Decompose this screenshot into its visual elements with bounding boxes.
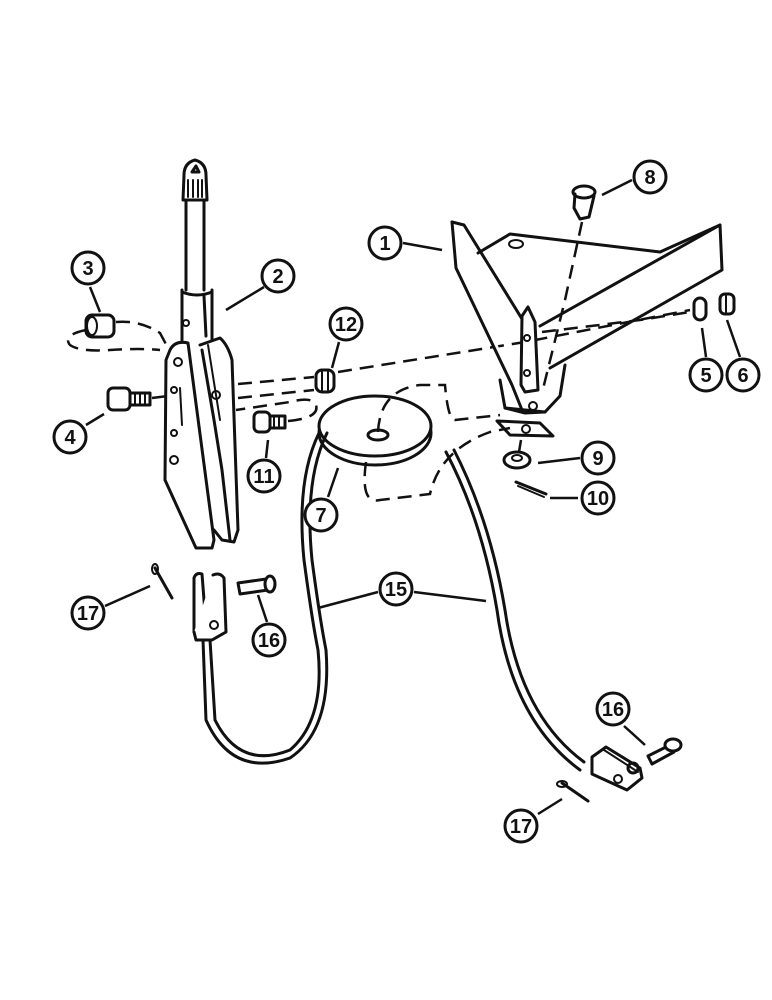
spacer-part (84, 313, 116, 339)
svg-text:4: 4 (64, 427, 76, 449)
cable-right-part (444, 448, 586, 772)
svg-text:5: 5 (700, 365, 711, 387)
callout-5: 5 (688, 357, 724, 393)
cotter-pin-left-part (151, 563, 174, 600)
callout-10: 10 (580, 480, 616, 516)
callout-17-left: 17 (70, 595, 106, 631)
callout-17-right: 17 (503, 808, 539, 844)
clevis-right-part (590, 745, 644, 792)
svg-text:17: 17 (77, 603, 99, 625)
svg-text:15: 15 (385, 579, 407, 601)
mounting-bracket-part (450, 220, 724, 438)
svg-text:2: 2 (272, 266, 283, 288)
callout-3: 3 (70, 250, 106, 286)
svg-text:3: 3 (82, 258, 93, 280)
clevis-pin-left-part (236, 574, 277, 596)
clevis-left-part (192, 572, 228, 642)
svg-text:1: 1 (379, 233, 390, 255)
control-lever-part (163, 158, 240, 550)
bolt-8-part (571, 184, 597, 221)
cap-screw-11-part (252, 410, 287, 434)
lock-washer-part (692, 296, 708, 322)
svg-text:9: 9 (592, 448, 603, 470)
callout-8: 8 (632, 159, 668, 195)
callout-2: 2 (260, 258, 296, 294)
svg-text:16: 16 (258, 630, 280, 652)
svg-text:8: 8 (644, 167, 655, 189)
pulley-part (317, 394, 433, 467)
callout-7: 7 (303, 497, 339, 533)
washer-9-part (502, 450, 532, 470)
svg-text:16: 16 (602, 699, 624, 721)
callout-4: 4 (52, 419, 88, 455)
nut-12-part (314, 368, 336, 394)
svg-text:10: 10 (587, 488, 609, 510)
callout-11: 11 (246, 458, 282, 494)
svg-text:12: 12 (335, 314, 357, 336)
clevis-pin-right-part (646, 737, 683, 766)
cap-screw-part (106, 386, 152, 412)
callout-15: 15 (378, 571, 414, 607)
callout-1: 1 (367, 225, 403, 261)
svg-text:11: 11 (253, 466, 274, 488)
svg-text:7: 7 (315, 505, 326, 527)
callout-9: 9 (580, 440, 616, 476)
callout-16-right: 16 (595, 691, 631, 727)
svg-text:6: 6 (737, 365, 748, 387)
callout-12: 12 (328, 306, 364, 342)
nut-6-part (718, 292, 736, 316)
leader-lines (85, 178, 742, 816)
svg-text:17: 17 (510, 816, 532, 838)
callout-6: 6 (725, 357, 761, 393)
cotter-pin-10-part (514, 480, 548, 498)
callout-16-left: 16 (251, 622, 287, 658)
cotter-pin-right-part (556, 780, 590, 803)
